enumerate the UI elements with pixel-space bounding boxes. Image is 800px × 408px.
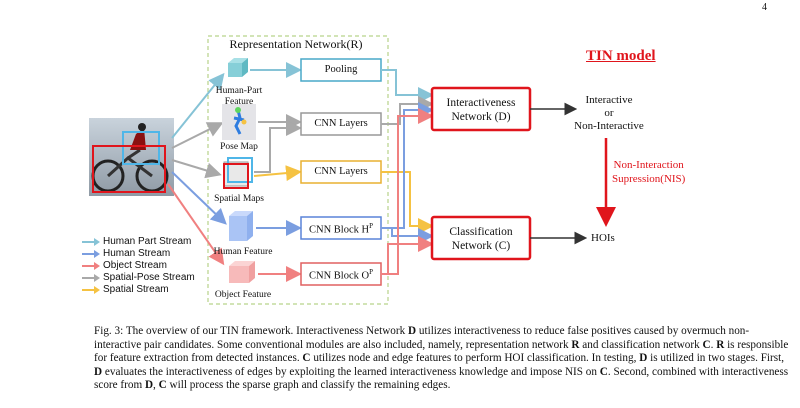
human-feature-label: Human Feature: [213, 247, 273, 257]
human-part-stream-arrow: [171, 72, 225, 139]
figure-caption: Fig. 3: The overview of our TIN framewor…: [94, 325, 789, 392]
legend-item: Human Part Stream: [82, 236, 195, 248]
tin-model-label: TIN model: [586, 48, 656, 64]
object-feature-label: Object Feature: [214, 290, 272, 300]
human-stream-arrow: [171, 171, 227, 225]
cnn-block-h-label: CNN Block HP: [309, 222, 373, 236]
human-part-feature-cube: [228, 58, 248, 77]
pooling-label: Pooling: [324, 64, 358, 75]
spatial-maps-image: [223, 157, 253, 189]
cnn-layers-label-2: CNN Layers: [314, 166, 368, 177]
legend-item: Spatial-Pose Stream: [82, 272, 195, 284]
object-bbox: [92, 145, 166, 193]
pose-map-image: [222, 104, 256, 140]
human-feature-cube: [229, 211, 253, 241]
legend-item: Human Stream: [82, 248, 195, 260]
cnn-block-o-label: CNN Block OP: [309, 268, 373, 282]
page-number: 4: [762, 2, 767, 13]
tin-framework-diagram: [89, 35, 616, 305]
pose-stream-arrow: [171, 122, 224, 149]
cnn-layers-label-1: CNN Layers: [314, 118, 368, 129]
spatial-stream-arrow: [171, 159, 222, 179]
hois-label: HOIs: [591, 232, 615, 244]
spatial-maps-label: Spatial Maps: [214, 194, 264, 204]
legend-item: Spatial Stream: [82, 284, 195, 296]
stream-legend: Human Part Stream Human Stream Object St…: [82, 236, 195, 296]
human-bbox: [122, 131, 160, 165]
input-image: [89, 118, 174, 196]
representation-network-title: Representation Network(R): [229, 37, 363, 51]
pose-map-label: Pose Map: [220, 142, 258, 152]
object-stream-arrow: [167, 183, 225, 266]
object-feature-cube: [229, 261, 255, 283]
legend-item: Object Stream: [82, 260, 195, 272]
